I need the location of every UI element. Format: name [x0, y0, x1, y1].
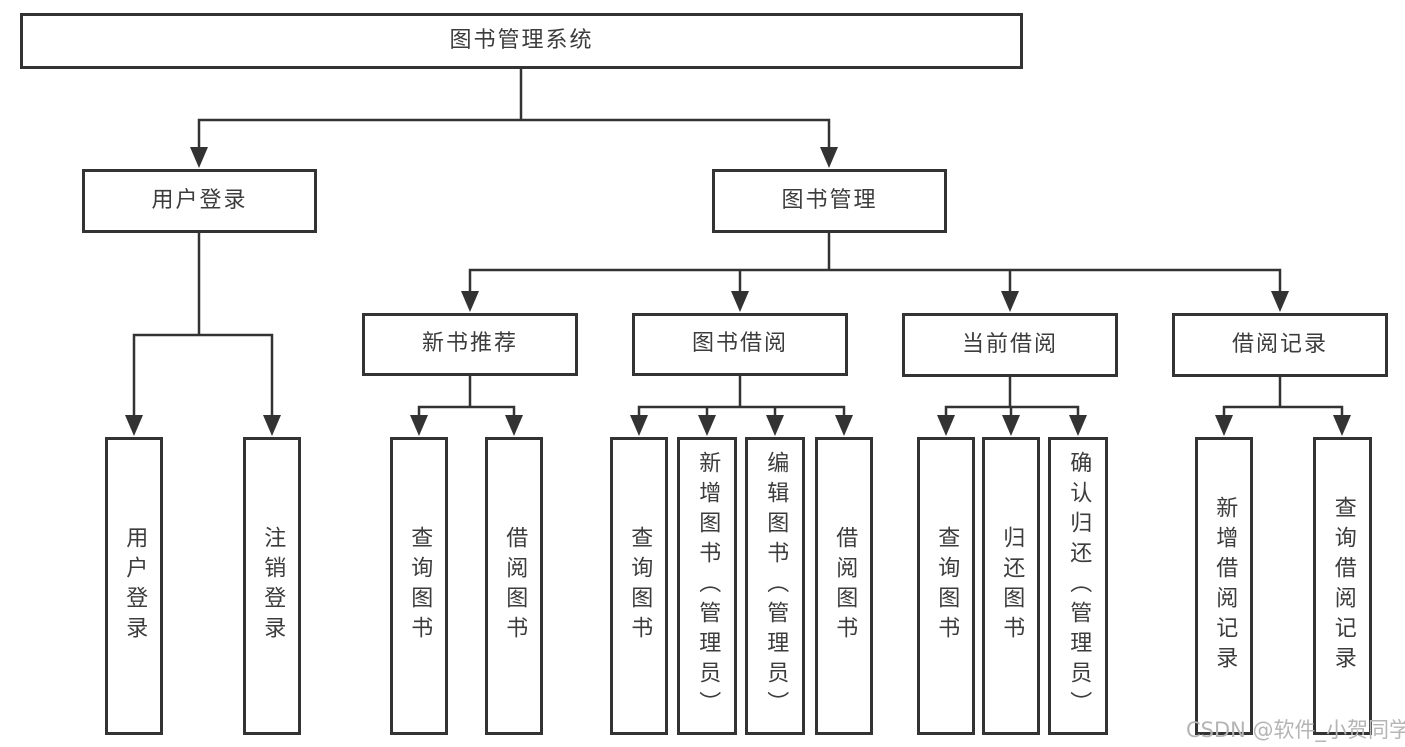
node-label: 图书管理系统: [449, 27, 594, 53]
arrowhead-leaf-bb-borrow-books: [835, 415, 853, 436]
leaf-br-query-borrow-record: 查询借阅记录: [1313, 437, 1372, 735]
connector-group: [132, 67, 1344, 422]
node-label: 新增图书（管理员）: [695, 451, 721, 721]
node-book-borrowing: 图书借阅: [632, 313, 848, 376]
connector-book-management-children: [468, 231, 1282, 299]
node-user-login: 用户登录: [82, 169, 317, 233]
leaf-cb-query-books: 查询图书: [917, 437, 975, 735]
node-label: 借阅图书: [502, 526, 528, 646]
leaf-logout: 注销登录: [243, 437, 301, 735]
arrowhead-leaf-logout: [263, 415, 281, 436]
arrowhead-borrowing-records: [1271, 291, 1289, 312]
node-new-book-recommendation: 新书推荐: [362, 313, 578, 376]
node-label: 当前借阅: [961, 331, 1058, 357]
node-label: 查询图书: [627, 526, 653, 646]
leaf-user-login: 用户登录: [105, 437, 163, 735]
arrowhead-leaf-bb-query-books: [630, 415, 648, 436]
node-label: 新书推荐: [421, 331, 518, 357]
arrowhead-leaf-user-login: [125, 415, 143, 436]
node-label: 新增借阅记录: [1212, 496, 1238, 676]
leaf-bb-add-books-admin: 新增图书（管理员）: [677, 437, 737, 735]
leaf-nr-query-books: 查询图书: [390, 437, 448, 735]
node-label: 用户登录: [151, 187, 248, 213]
node-label: 图书借阅: [691, 331, 788, 357]
node-label: 图书管理: [781, 187, 878, 213]
node-label: 注销登录: [260, 526, 286, 646]
node-book-management: 图书管理: [712, 169, 947, 233]
arrowhead-current-borrowing: [1001, 291, 1019, 312]
arrowhead-leaf-bb-edit-books: [766, 415, 784, 436]
leaf-bb-borrow-books: 借阅图书: [815, 437, 873, 735]
arrowhead-user-login: [190, 147, 208, 168]
leaf-bb-edit-books-admin: 编辑图书（管理员）: [745, 437, 805, 735]
connector-current-borrowing-children: [944, 375, 1080, 422]
arrowhead-book-management: [820, 147, 838, 168]
node-label: 查询图书: [407, 526, 433, 646]
node-label: 查询借阅记录: [1330, 496, 1356, 676]
node-label: 确认归还（管理员）: [1066, 451, 1092, 721]
arrowhead-new-book-rec: [461, 291, 479, 312]
arrowhead-leaf-nr-borrow-books: [505, 415, 523, 436]
arrowheads: [125, 147, 1351, 436]
node-current-borrowing: 当前借阅: [902, 313, 1118, 377]
connector-borrowing-records-children: [1222, 375, 1344, 422]
leaf-cb-return-books: 归还图书: [982, 437, 1040, 735]
connector-book-borrowing-children: [637, 374, 846, 422]
arrowhead-leaf-nr-query-books: [410, 415, 428, 436]
arrowhead-leaf-br-query-record: [1333, 415, 1351, 436]
node-label: 借阅记录: [1231, 331, 1328, 357]
arrowhead-leaf-cb-confirm-return: [1069, 415, 1087, 436]
leaf-cb-confirm-return-admin: 确认归还（管理员）: [1048, 437, 1108, 735]
leaf-bb-query-books: 查询图书: [610, 437, 668, 735]
arrowhead-leaf-cb-query-books: [937, 415, 955, 436]
node-label: 编辑图书（管理员）: [763, 451, 789, 721]
connector-user-login-children: [132, 231, 274, 422]
arrowhead-book-borrowing: [731, 291, 749, 312]
node-borrowing-records: 借阅记录: [1172, 313, 1388, 377]
leaf-nr-borrow-books: 借阅图书: [485, 437, 543, 735]
node-label: 归还图书: [999, 526, 1025, 646]
csdn-watermark: CSDN @软件_小贺同学: [1186, 718, 1405, 742]
arrowhead-leaf-br-add-record: [1215, 415, 1233, 436]
node-label: 借阅图书: [832, 526, 858, 646]
node-label: 查询图书: [934, 526, 960, 646]
connector-root-to-level2: [197, 67, 831, 154]
leaf-br-add-borrow-record: 新增借阅记录: [1195, 437, 1253, 735]
node-library-management-system: 图书管理系统: [20, 13, 1023, 69]
arrowhead-leaf-bb-add-books: [698, 415, 716, 436]
connector-new-book-rec-children: [417, 374, 516, 422]
arrowhead-leaf-cb-return-books: [1002, 415, 1020, 436]
node-label: 用户登录: [122, 526, 148, 646]
